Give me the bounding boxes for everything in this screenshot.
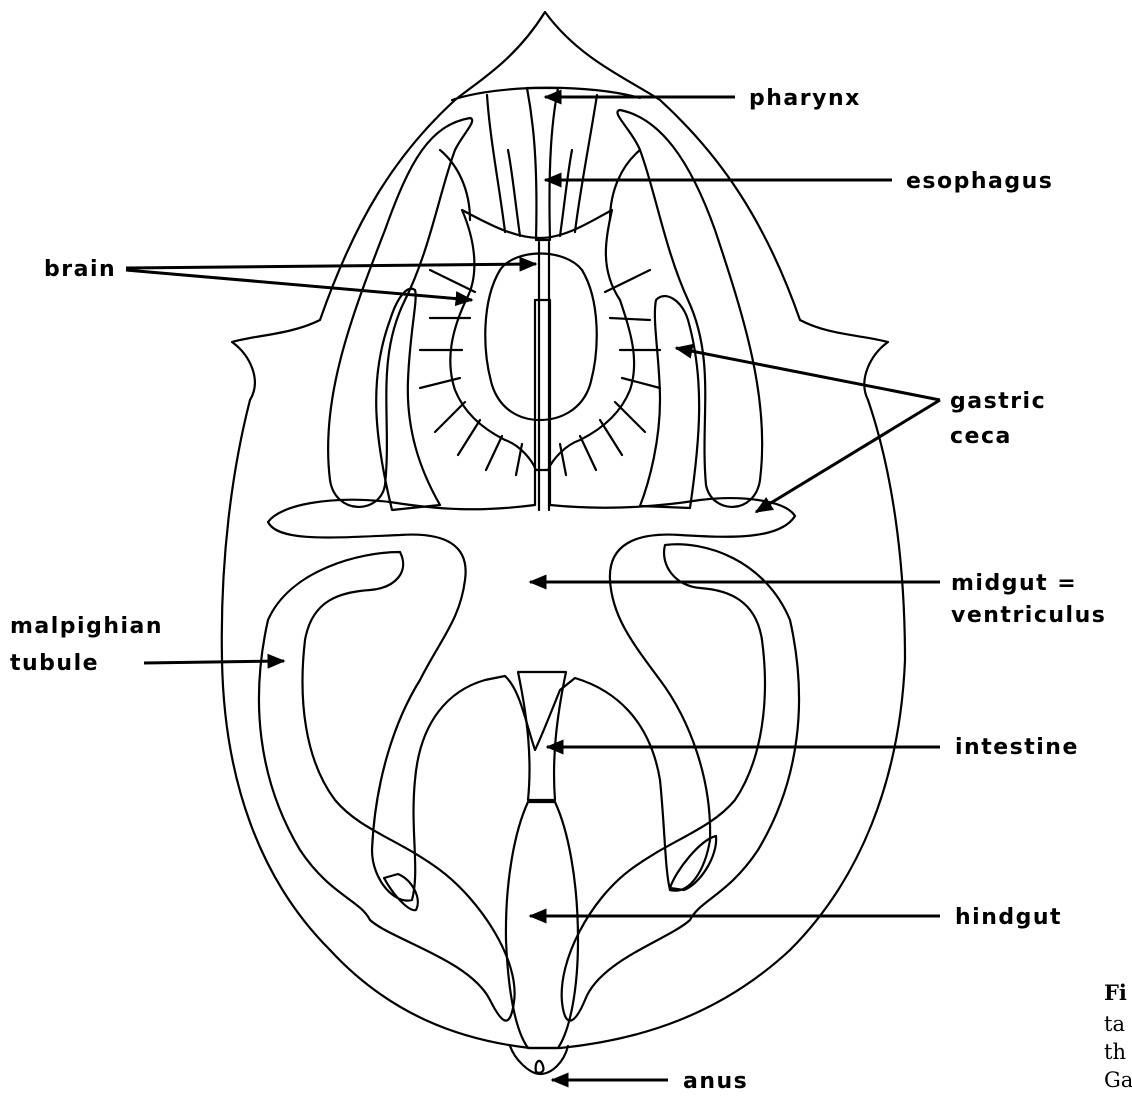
label-hindgut: hindgut: [955, 905, 1062, 930]
right-malpighian-tubule: [562, 544, 799, 1020]
label-intestine: intestine: [955, 735, 1079, 760]
leader-lines: [126, 97, 940, 1080]
label-pharynx: pharynx: [749, 86, 861, 111]
leader-gastric-a: [676, 348, 940, 400]
caption-fragment-line3: th: [1104, 1040, 1126, 1064]
label-brain: brain: [44, 257, 116, 282]
hindgut: [506, 802, 578, 1048]
label-malpighian-line1: malpighian: [10, 614, 163, 639]
anus-opening: [536, 1061, 544, 1073]
label-gastric-ceca-line2: ceca: [950, 424, 1012, 449]
brain-center: [485, 254, 596, 421]
midgut-ventriculus: [268, 300, 795, 901]
left-malpighian-tubule: [259, 552, 515, 1021]
leader-brain-b: [126, 270, 472, 300]
right-gland-lobe: [617, 110, 762, 507]
right-gastric-cecum: [640, 296, 699, 508]
caption-fragment-line4: Ga: [1104, 1068, 1132, 1092]
label-anus: anus: [683, 1069, 748, 1094]
label-midgut-line2: ventriculus: [951, 603, 1106, 628]
caption-fragment-line1: Fi: [1104, 980, 1127, 1005]
label-gastric-ceca-line1: gastric: [950, 389, 1046, 414]
body-outline: [222, 12, 905, 1048]
leader-gastric-b: [756, 400, 940, 512]
pharynx-esophagus: [527, 88, 558, 240]
label-esophagus: esophagus: [906, 169, 1053, 194]
leader-malpighian: [144, 661, 284, 663]
label-midgut-line1: midgut =: [951, 571, 1077, 596]
label-malpighian-line2: tubule: [10, 651, 99, 676]
caption-fragment-line2: ta: [1104, 1012, 1125, 1036]
left-gland-lobe: [328, 118, 472, 507]
